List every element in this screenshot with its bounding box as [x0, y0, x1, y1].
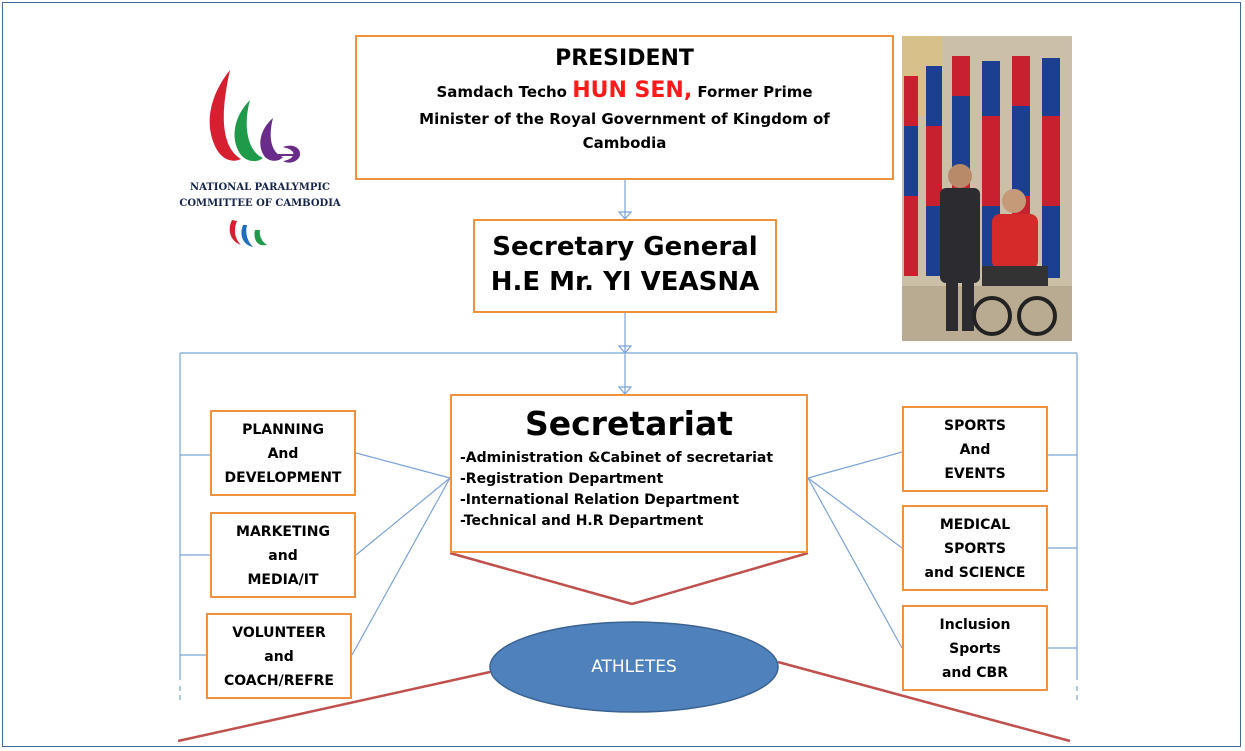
- athlete-line-bottom-right: [777, 660, 1071, 743]
- president-title: PRESIDENT: [555, 46, 694, 71]
- unit-line: SPORTS: [943, 418, 1007, 434]
- unit-line: COACH/REFRE: [224, 673, 334, 689]
- logo-text-line1: NATIONAL PARALYMPIC: [190, 182, 330, 193]
- right-connector-1: [807, 451, 903, 479]
- president-line2: Minister of the Royal Government of King…: [419, 110, 830, 128]
- secretariat-list: -Administration &Cabinet of secretariat …: [452, 448, 806, 532]
- athlete-line-left-top: [449, 551, 633, 606]
- secretariat-box: Secretariat -Administration &Cabinet of …: [450, 394, 808, 553]
- left-connector-1: [355, 452, 451, 479]
- secretariat-item: -Technical and H.R Department: [460, 513, 704, 529]
- unit-line: And: [267, 446, 299, 462]
- unit-line: and: [264, 649, 294, 665]
- president-name: HUN SEN,: [572, 78, 693, 103]
- unit-line: Inclusion: [939, 617, 1011, 633]
- unit-line: MARKETING: [236, 524, 330, 540]
- volunteer-coach-box: VOLUNTEER and COACH/REFRE: [206, 613, 352, 699]
- left-connector-2: [355, 477, 451, 556]
- secretariat-title: Secretariat: [524, 404, 734, 443]
- secretariat-item: -International Relation Department: [460, 492, 740, 508]
- secretary-general-name: H.E Mr. YI VEASNA: [490, 267, 760, 297]
- unit-line: and CBR: [941, 665, 1009, 681]
- athlete-line-bottom-left: [177, 670, 491, 743]
- unit-line: MEDIA/IT: [247, 572, 319, 588]
- right-connector-2: [807, 477, 903, 549]
- logo-text-line2: COMMITTEE OF CAMBODIA: [179, 198, 341, 209]
- left-connector-3: [351, 477, 451, 656]
- planning-development-box: PLANNING And DEVELOPMENT: [210, 410, 356, 496]
- marketing-media-box: MARKETING and MEDIA/IT: [210, 512, 356, 598]
- npc-cambodia-logo: NATIONAL PARALYMPIC COMMITTEE OF CAMBODI…: [175, 55, 345, 270]
- president-prefix: Samdach Techo: [436, 83, 573, 101]
- unit-line: EVENTS: [944, 466, 1006, 482]
- athletes-ellipse: [489, 621, 779, 713]
- secretary-general-title: Secretary General: [492, 232, 758, 262]
- president-line3: Cambodia: [582, 134, 667, 152]
- president-suffix: Former Prime: [692, 83, 813, 101]
- arrowhead-secretariat: [617, 386, 633, 395]
- athlete-line-right-top: [631, 551, 809, 606]
- unit-line: SPORTS: [943, 541, 1007, 557]
- president-photo: [902, 36, 1072, 341]
- right-connector-3: [807, 477, 903, 649]
- unit-line: DEVELOPMENT: [224, 470, 342, 486]
- secretariat-item: -Administration &Cabinet of secretariat: [460, 450, 774, 466]
- secretary-general-box: Secretary General H.E Mr. YI VEASNA: [473, 219, 777, 313]
- unit-line: and: [268, 548, 298, 564]
- unit-line: And: [959, 442, 991, 458]
- unit-line: and SCIENCE: [924, 565, 1026, 581]
- inclusion-sports-box: Inclusion Sports and CBR: [902, 605, 1048, 691]
- secretariat-item: -Registration Department: [460, 471, 664, 487]
- sports-events-box: SPORTS And EVENTS: [902, 406, 1048, 492]
- arrowhead-bracket: [617, 345, 633, 354]
- unit-line: PLANNING: [242, 422, 324, 438]
- athletes-label: ATHLETES: [591, 657, 677, 677]
- logo-swoosh-icon: [209, 70, 301, 247]
- arrowhead-secgen: [617, 211, 633, 220]
- medical-sports-science-box: MEDICAL SPORTS and SCIENCE: [902, 505, 1048, 591]
- unit-line: MEDICAL: [939, 517, 1011, 533]
- unit-line: VOLUNTEER: [232, 625, 326, 641]
- unit-line: Sports: [949, 641, 1001, 657]
- president-box: PRESIDENT Samdach Techo HUN SEN, Former …: [355, 35, 894, 180]
- president-name-line: Samdach Techo HUN SEN, Former Prime: [357, 77, 892, 106]
- photo-image: [902, 36, 1072, 341]
